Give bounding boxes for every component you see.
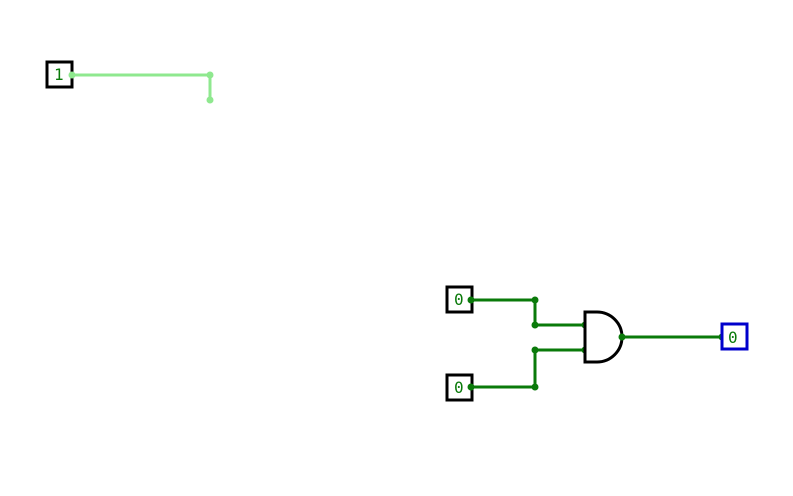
wire-b-bend-point-2 (531, 346, 539, 354)
and-gate[interactable] (583, 310, 624, 364)
wire-top-start-point (68, 71, 76, 79)
wire-input-b[interactable] (469, 348, 587, 389)
output-pin[interactable]: 0 (720, 322, 749, 351)
wire-top-bend-point (206, 71, 214, 79)
output-pin-value: 0 (728, 328, 738, 347)
output-pin-box[interactable] (720, 322, 749, 351)
input-pin-b-value: 0 (454, 378, 464, 397)
wire-top-dangling[interactable] (70, 73, 212, 102)
wire-a-bend-point (531, 296, 539, 304)
wire-a-start-point (467, 296, 475, 304)
wire-b-start-point (467, 383, 475, 391)
wire-b-bend-point (531, 383, 539, 391)
wire-a-bend-point-2 (531, 321, 539, 329)
input-pin-top-value: 1 (54, 65, 64, 84)
wire-top-end-point (206, 96, 214, 104)
input-pin-a-value: 0 (454, 290, 464, 309)
wire-out-start-point (618, 333, 626, 341)
input-pin-top[interactable]: 1 (45, 60, 74, 89)
wire-input-a[interactable] (469, 298, 587, 327)
input-pin-a[interactable]: 0 (445, 285, 474, 314)
input-pin-top-box[interactable] (45, 60, 74, 89)
